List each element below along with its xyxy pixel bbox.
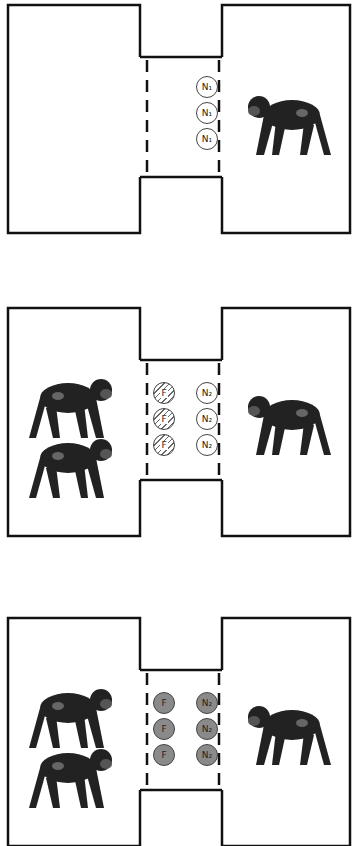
object-label: F: [160, 415, 167, 424]
object-circle: N₂: [196, 718, 218, 740]
object-circle: F: [153, 744, 175, 766]
object-circle: N₁: [196, 76, 218, 98]
object-label: N₁: [202, 83, 212, 92]
object-label: N₂: [202, 699, 212, 708]
object-circle: N₂: [196, 434, 218, 456]
object-circle: N₁: [196, 128, 218, 150]
object-circle: N₂: [196, 692, 218, 714]
object-circle: F: [153, 718, 175, 740]
object-label: N₂: [202, 389, 212, 398]
object-label: F: [161, 751, 166, 760]
object-circle: N₂: [196, 744, 218, 766]
object-label: N₂: [202, 415, 212, 424]
object-label: N₁: [202, 109, 212, 118]
object-circle: N₂: [196, 408, 218, 430]
object-circle: F: [153, 382, 175, 404]
object-circle: F: [153, 692, 175, 714]
object-label: N₁: [202, 135, 212, 144]
object-circle: F: [153, 408, 175, 430]
object-circle: N₁: [196, 102, 218, 124]
object-circle: N₂: [196, 382, 218, 404]
object-label: F: [161, 699, 166, 708]
object-label: F: [160, 441, 167, 450]
object-label: N₂: [202, 441, 212, 450]
object-circle: F: [153, 434, 175, 456]
object-label: F: [160, 389, 167, 398]
object-label: N₂: [202, 725, 212, 734]
object-label: F: [161, 725, 166, 734]
object-label: N₂: [202, 751, 212, 760]
